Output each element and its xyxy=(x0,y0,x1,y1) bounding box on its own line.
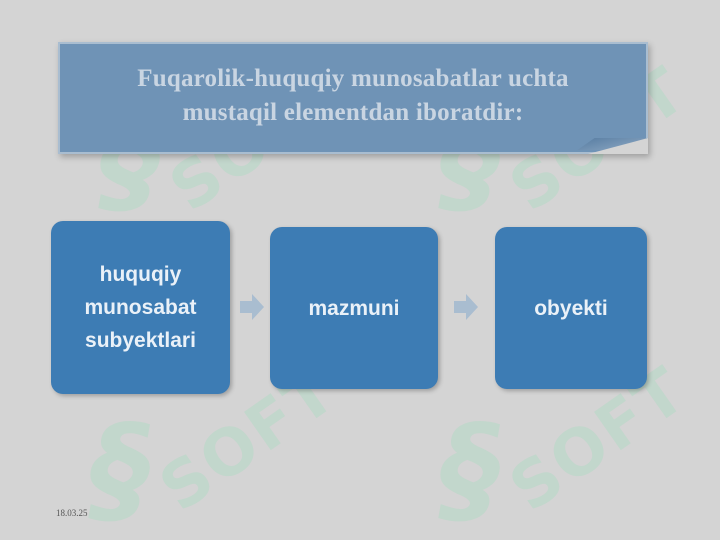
process-step-subjects: huquqiy munosabat subyektlari xyxy=(51,221,230,394)
watermark-glyph: § xyxy=(77,400,163,539)
arrow-right-icon xyxy=(454,294,478,320)
step1-line-3: subyektlari xyxy=(85,329,196,352)
process-step-object: obyekti xyxy=(495,227,647,389)
title-line-2: mustaqil elementdan iboratdir: xyxy=(182,99,524,126)
process-step-label: mazmuni xyxy=(308,296,400,320)
step1-line-2: munosabat xyxy=(84,296,197,319)
page-curl xyxy=(588,138,648,154)
title-banner: Fuqarolik-huquqiy munosabatlar uchta mus… xyxy=(58,42,649,154)
step1-line-1: huquqiy xyxy=(99,263,182,286)
arrow-right-icon xyxy=(240,294,264,320)
watermark-glyph: § xyxy=(427,400,513,539)
process-step-content: mazmuni xyxy=(270,227,438,389)
process-step-label: obyekti xyxy=(534,296,608,320)
title-line-1: Fuqarolik-huquqiy munosabatlar uchta xyxy=(137,65,569,92)
footer-timestamp: 18.03.25 xyxy=(56,508,88,518)
process-step-label: huquqiy munosabat subyektlari xyxy=(84,258,196,357)
slide-title: Fuqarolik-huquqiy munosabatlar uchta mus… xyxy=(60,62,646,130)
